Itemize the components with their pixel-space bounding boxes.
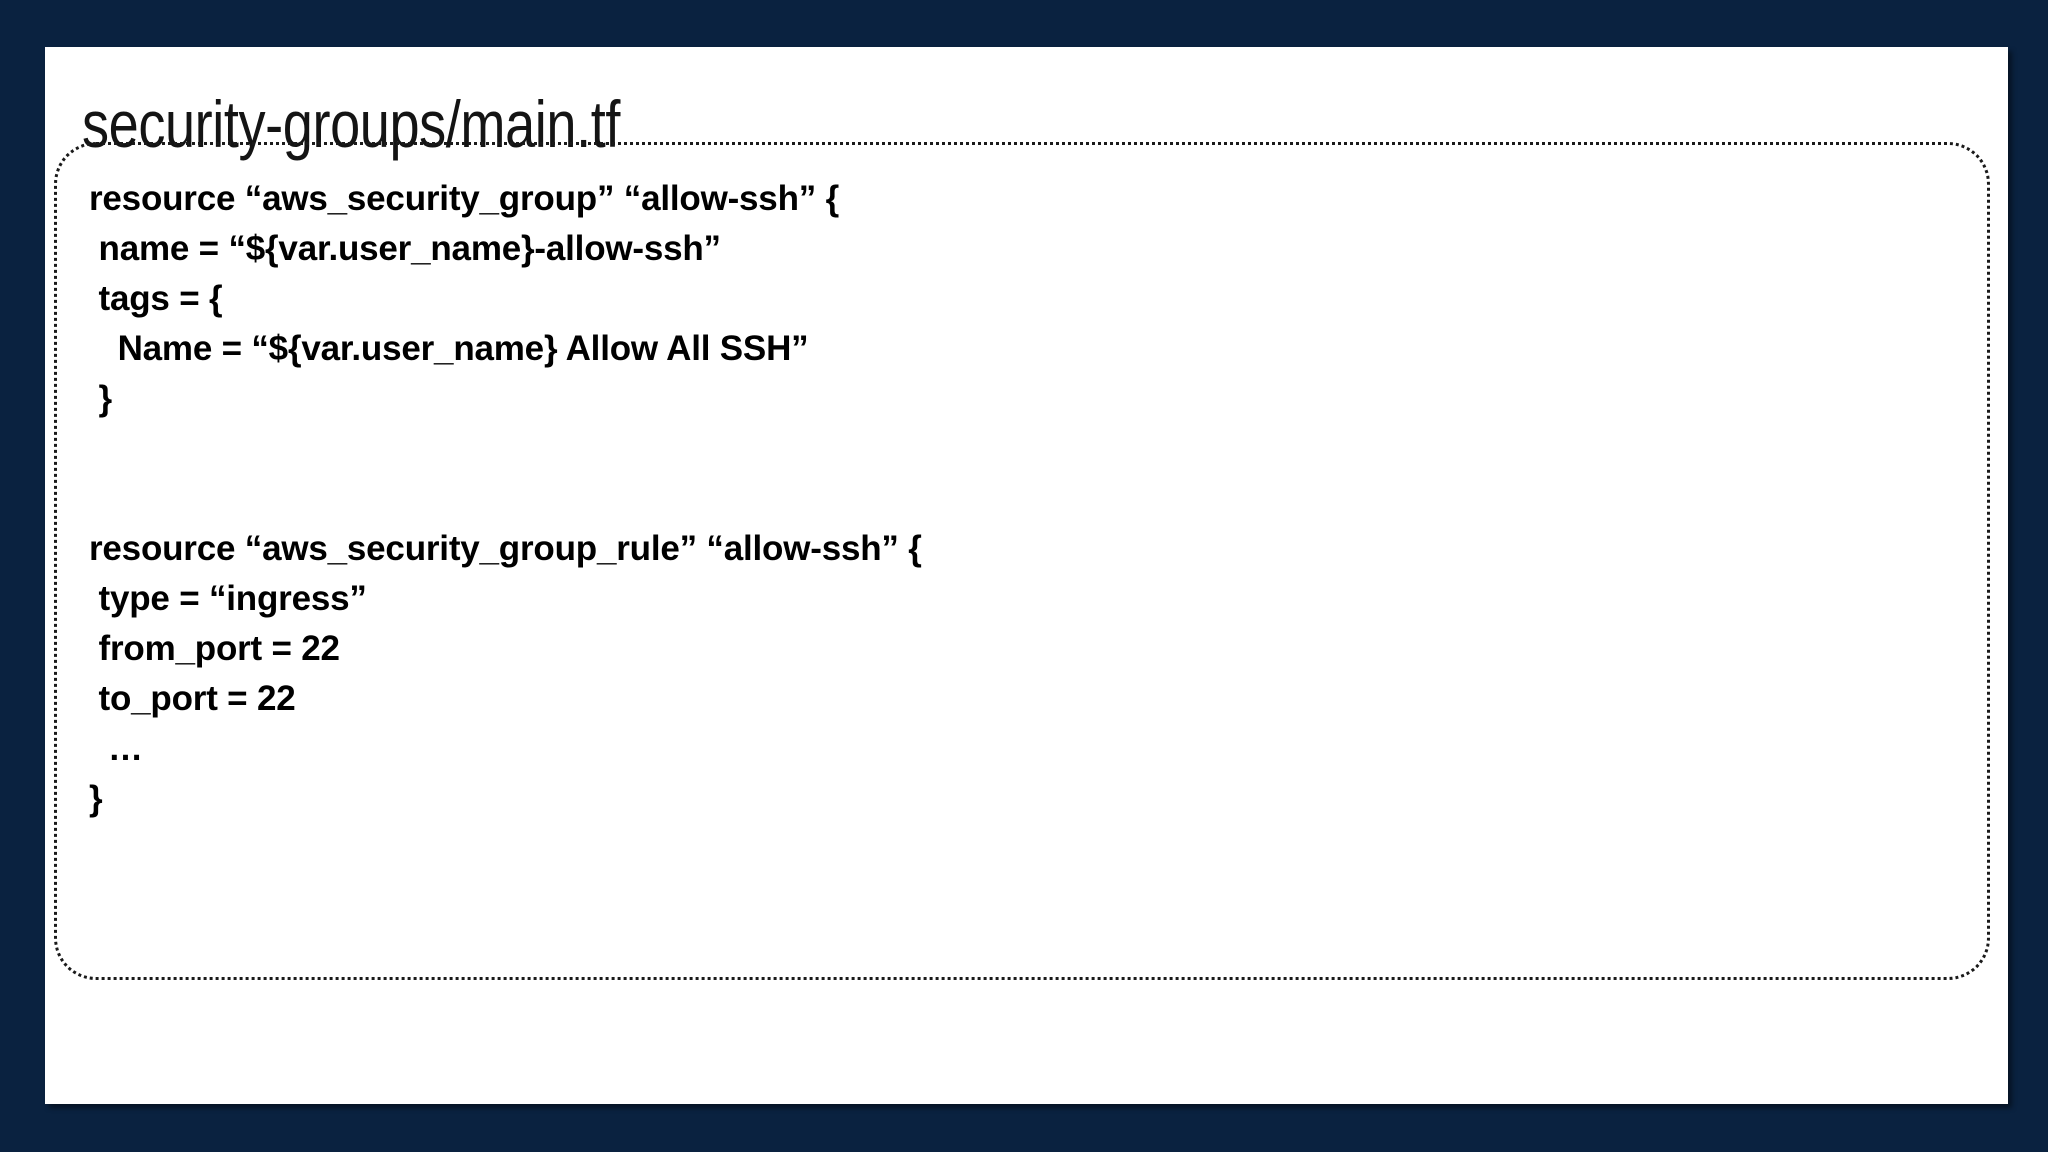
- code-line-blank: [89, 424, 1977, 474]
- code-line-blank: [89, 474, 1977, 524]
- page-title: security-groups/main.tf: [82, 87, 620, 161]
- code-line: }: [89, 779, 103, 818]
- code-line: tags = {: [89, 279, 223, 318]
- code-line: name = “${var.user_name}-allow-ssh”: [89, 229, 722, 268]
- code-line: to_port = 22: [89, 679, 296, 718]
- slide-card: security-groups/main.tf resource “aws_se…: [45, 47, 2008, 1104]
- code-line: Name = “${var.user_name} Allow All SSH”: [89, 329, 809, 368]
- code-line: resource “aws_security_group” “allow-ssh…: [89, 179, 840, 218]
- code-block-frame: resource “aws_security_group” “allow-ssh…: [54, 142, 1990, 980]
- code-line: }: [89, 379, 113, 418]
- code-line: …: [89, 729, 143, 768]
- code-block-body: resource “aws_security_group” “allow-ssh…: [89, 174, 1977, 971]
- code-line: type = “ingress”: [89, 579, 367, 618]
- code-line: resource “aws_security_group_rule” “allo…: [89, 529, 922, 568]
- code-line: from_port = 22: [89, 629, 341, 668]
